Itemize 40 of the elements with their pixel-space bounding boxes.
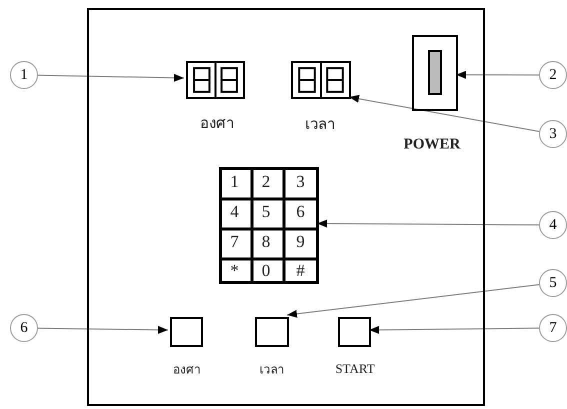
seven-segment-display <box>291 61 351 99</box>
seven-segment-display <box>186 61 245 99</box>
key-label: 6 <box>296 202 305 222</box>
callout-number: 6 <box>10 314 38 342</box>
key-label: 1 <box>230 172 239 192</box>
panel-label: เวลา <box>305 116 335 135</box>
leader-arrow <box>348 94 540 132</box>
leader-arrow <box>456 70 540 79</box>
panel-outline <box>87 8 485 406</box>
button-label: เวลา <box>260 362 284 378</box>
callout-number: 2 <box>539 61 567 89</box>
leader-arrow <box>38 74 184 82</box>
callout-number: 4 <box>539 211 567 239</box>
callout-number: 1 <box>10 61 38 89</box>
button-label: START <box>335 361 375 377</box>
push-button <box>338 317 371 347</box>
key-label: # <box>296 260 305 280</box>
key-label: 7 <box>230 232 239 252</box>
key-label: 5 <box>262 202 270 222</box>
leader-arrow <box>38 326 168 334</box>
callout-number: 3 <box>539 120 567 148</box>
button-label: องศา <box>173 362 201 378</box>
key-label: 3 <box>296 172 305 192</box>
power-switch <box>412 35 458 111</box>
callout-number: 7 <box>539 314 567 342</box>
key-label: 9 <box>296 232 305 252</box>
keypad <box>219 167 319 284</box>
leader-arrow <box>316 220 540 228</box>
panel-label: POWER <box>404 136 460 154</box>
callout-number: 5 <box>539 269 567 297</box>
key-label: 0 <box>262 260 270 280</box>
leader-arrow <box>286 284 540 318</box>
leader-arrow <box>368 326 540 334</box>
key-label: 4 <box>230 202 239 222</box>
key-label: * <box>230 260 239 280</box>
push-button <box>255 317 289 347</box>
panel-label: องศา <box>200 115 234 134</box>
push-button <box>170 317 203 347</box>
key-label: 8 <box>262 232 270 252</box>
key-label: 2 <box>262 172 270 192</box>
